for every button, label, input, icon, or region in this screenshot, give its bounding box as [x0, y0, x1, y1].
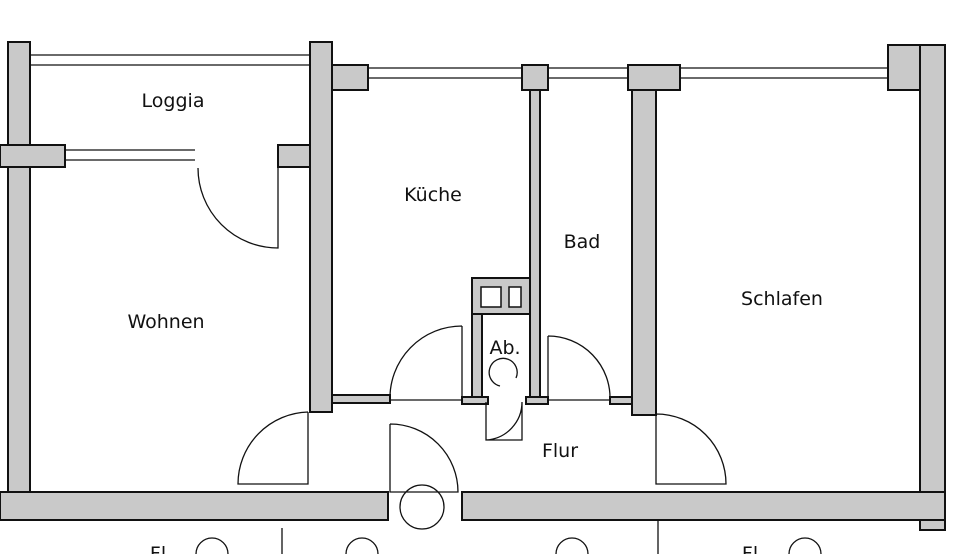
room-label-loggia: Loggia [141, 90, 205, 112]
shaft-wall-left [471, 313, 483, 403]
doors [195, 167, 822, 554]
wall-kitchen-top [331, 64, 369, 91]
room-label-hall: Flur [541, 440, 579, 462]
wall-stub [525, 396, 549, 405]
wall-left [7, 41, 31, 513]
shaft-duct [480, 286, 502, 308]
footer-label: Fl [741, 543, 759, 554]
room-label-bath: Bad [563, 231, 601, 253]
room-label-kitchen: Küche [404, 184, 462, 206]
wall-bottom-left [0, 491, 389, 521]
wall-bath-bedroom [631, 89, 657, 416]
wall-bottom-right [461, 491, 946, 521]
pillar-bath-bedroom [627, 64, 681, 91]
pillar-kitchen-bath [521, 64, 549, 91]
pillar-center-left [309, 41, 333, 413]
room-label-bedroom: Schlafen [741, 288, 823, 310]
wall-stub [609, 396, 633, 405]
room-label-shaft: Ab. [489, 337, 521, 359]
shaft-duct [508, 286, 522, 308]
entrance-marker [399, 484, 445, 530]
wall-loggia-bottom-left [0, 144, 66, 168]
footer-label: Fl [149, 543, 167, 554]
room-label-living: Wohnen [127, 311, 205, 333]
windows [30, 54, 888, 161]
wall-stub [461, 396, 489, 405]
wall-kitchen-bath [529, 89, 541, 403]
wall-kitchen-bottom [331, 394, 391, 404]
wall-right [919, 44, 946, 531]
